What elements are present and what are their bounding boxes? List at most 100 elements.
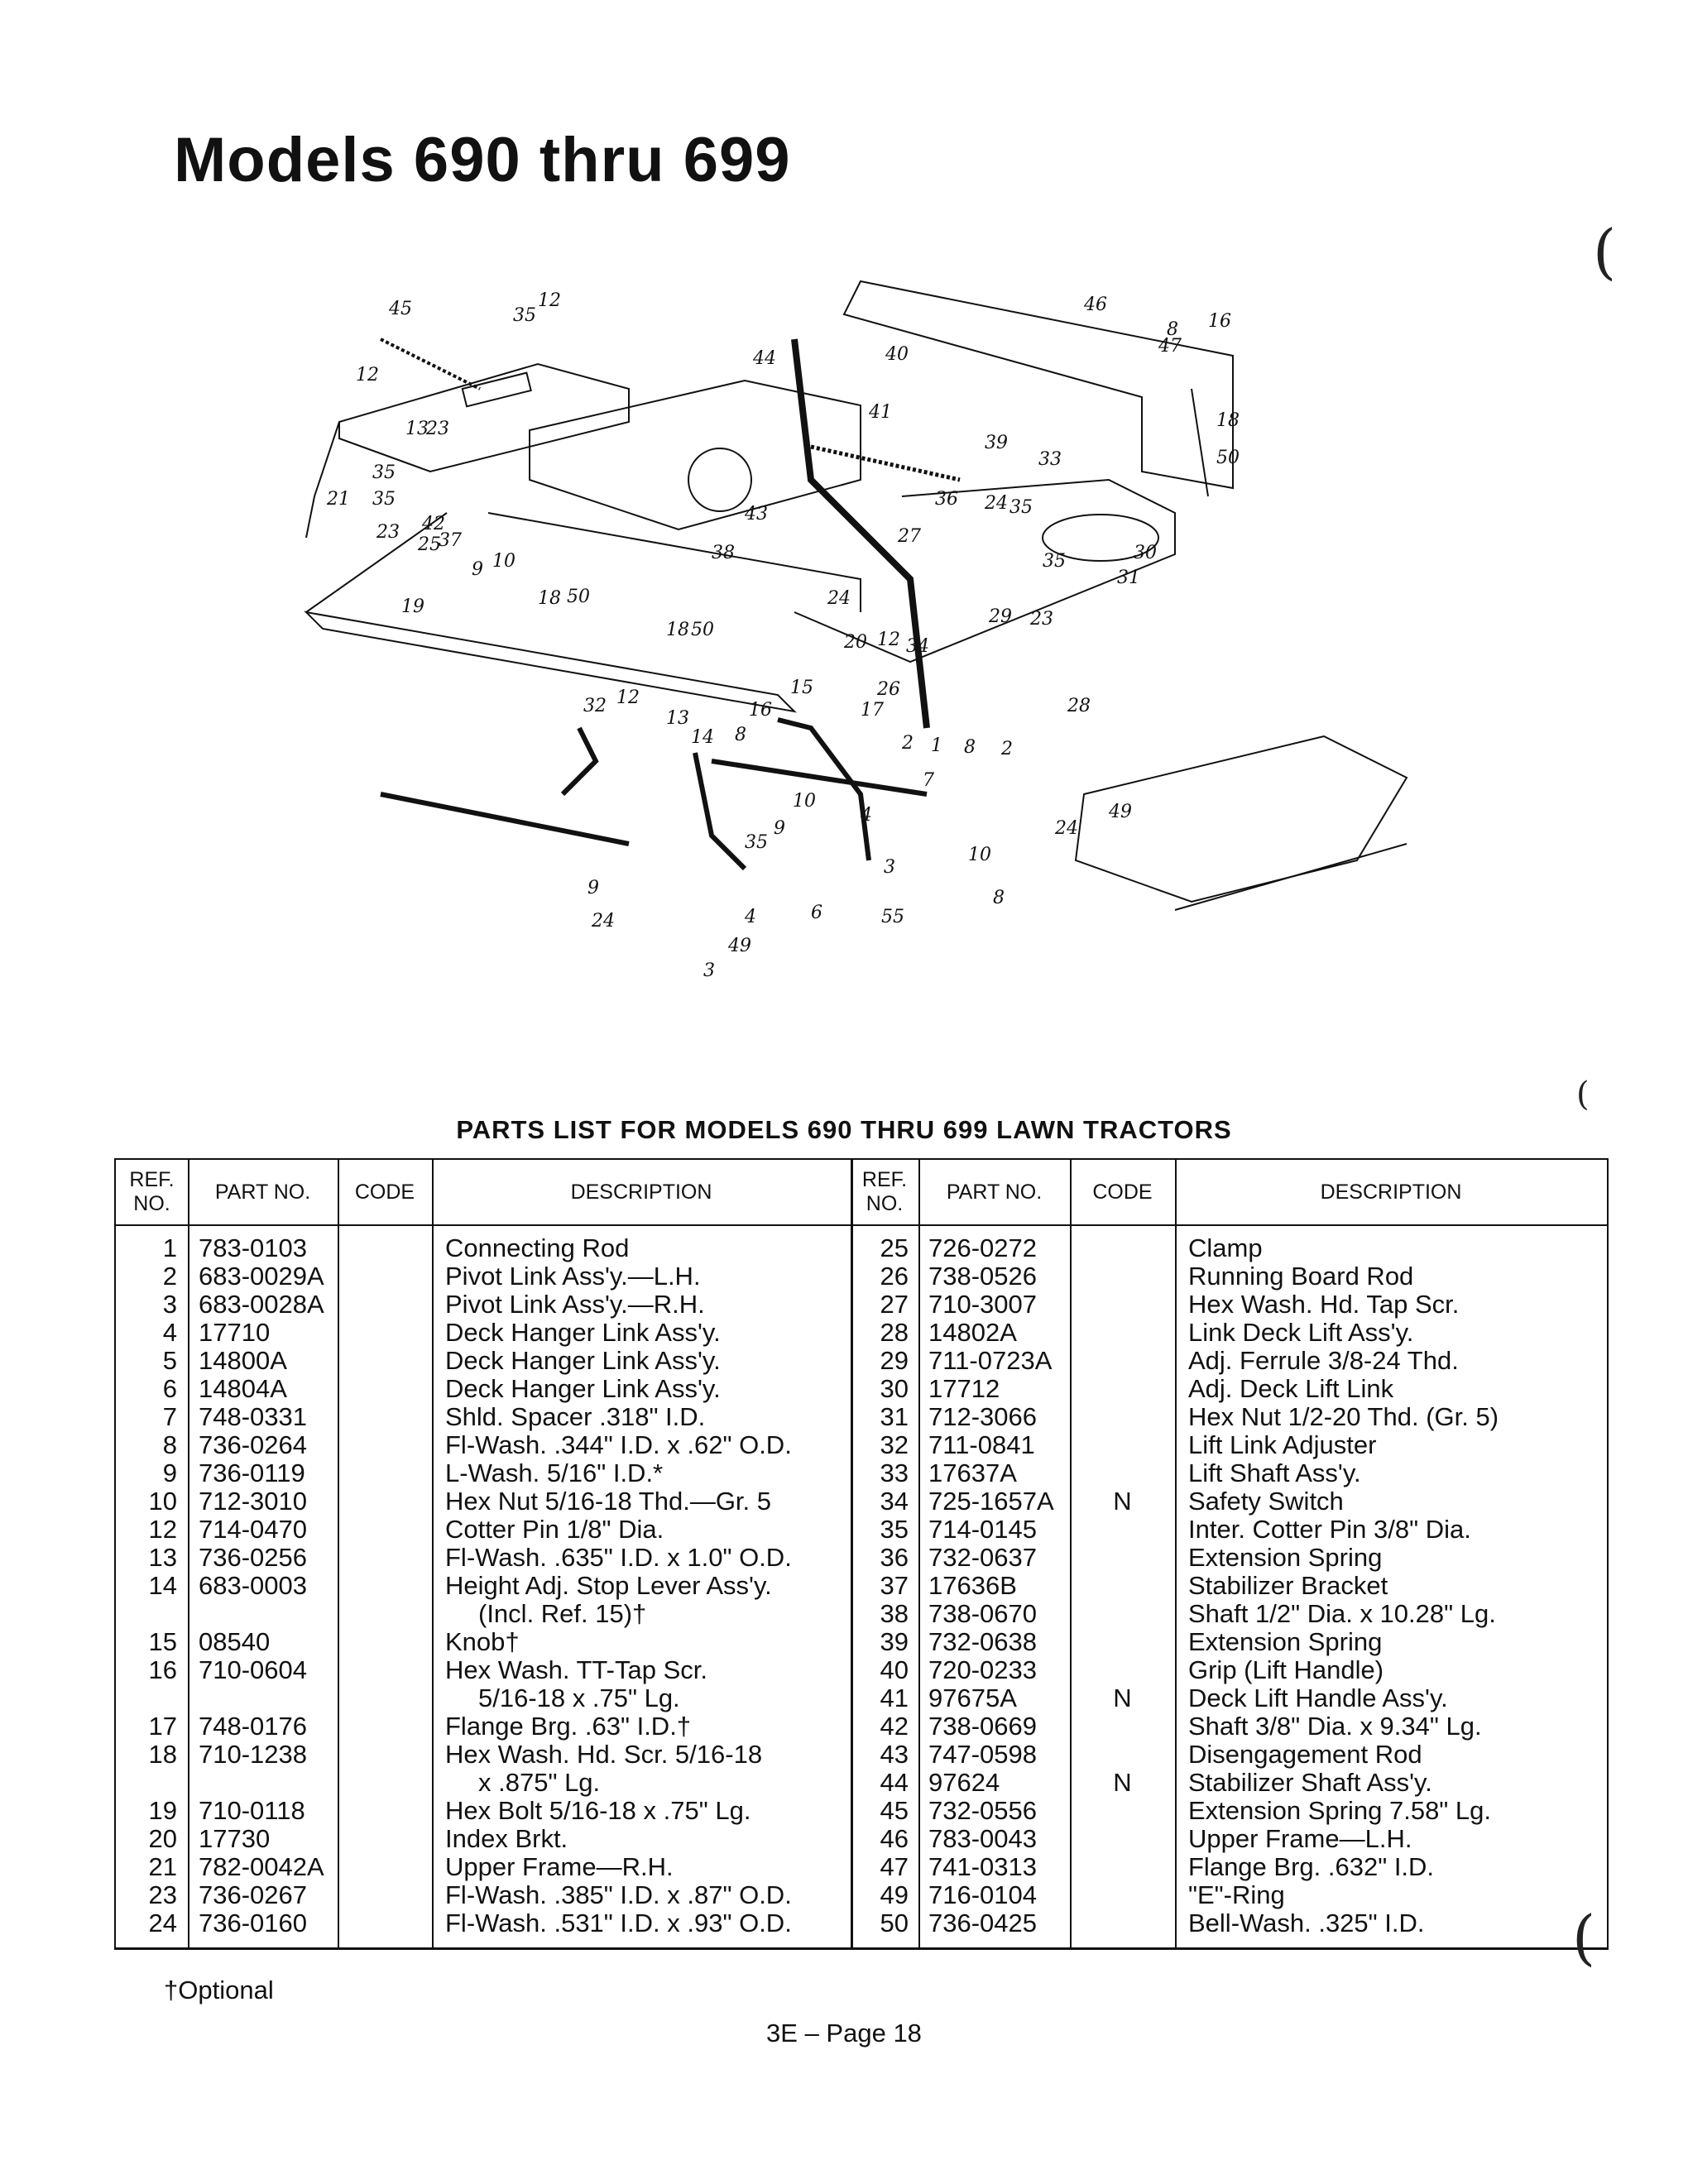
table-cell: Shaft 1/2" Dia. x 10.28" Lg. <box>1188 1599 1496 1628</box>
table-cell: 2 <box>162 1262 177 1291</box>
table-cell <box>1070 1544 1175 1572</box>
table-cell <box>1070 1375 1175 1403</box>
table-cell: 710-0118 <box>199 1796 305 1825</box>
callout-label: 29 <box>988 606 1012 627</box>
table-cell <box>1070 1600 1175 1628</box>
callout-label: 4 <box>744 907 756 927</box>
table-cell: 14 <box>148 1571 177 1600</box>
table-cell <box>1070 1825 1175 1853</box>
table-cell: Cotter Pin 1/8" Dia. <box>445 1515 664 1544</box>
callout-label: 19 <box>401 596 424 617</box>
table-cell: 7 <box>162 1402 177 1431</box>
callout-label: 55 <box>881 907 904 927</box>
table-cell: Stabilizer Bracket <box>1188 1571 1388 1600</box>
table-cell: 3 <box>162 1290 177 1319</box>
callout-label: 10 <box>793 791 816 812</box>
table-cell: 5/16-18 x .75" Lg. <box>478 1684 680 1712</box>
table-cell <box>338 1544 432 1572</box>
table-cell: L-Wash. 5/16" I.D.* <box>445 1458 664 1487</box>
callout-label: 49 <box>1108 802 1132 822</box>
callout-label: 8 <box>964 737 976 758</box>
table-divider <box>188 1160 189 1947</box>
table-cell: 34 <box>880 1487 909 1516</box>
table-cell: Fl-Wash. .531" I.D. x .93" O.D. <box>445 1909 792 1937</box>
table-cell: 10 <box>148 1487 177 1516</box>
table-cell: 14800A <box>199 1346 287 1375</box>
table-cell: 748-0176 <box>199 1712 308 1741</box>
table-cell: 37 <box>880 1571 909 1600</box>
table-cell: 683-0003 <box>199 1571 308 1600</box>
callout-label: 12 <box>877 630 900 650</box>
table-cell: Running Board Rod <box>1188 1262 1414 1291</box>
callout-label: 43 <box>744 504 768 524</box>
table-cell: Knob† <box>445 1627 520 1656</box>
table-cell: 39 <box>880 1627 909 1656</box>
table-cell <box>116 1600 177 1628</box>
table-cell: 17636B <box>928 1571 1017 1600</box>
table-cell <box>338 1741 432 1769</box>
table-cell: Shaft 3/8" Dia. x 9.34" Lg. <box>1188 1712 1482 1741</box>
table-cell: Fl-Wash. .635" I.D. x 1.0" O.D. <box>445 1543 792 1572</box>
table-cell: 738-0669 <box>928 1712 1038 1741</box>
table-cell: 738-0526 <box>928 1262 1038 1291</box>
table-cell: 1 <box>162 1233 177 1262</box>
table-cell: 9 <box>162 1458 177 1487</box>
table-cell <box>338 1909 432 1937</box>
callout-label: 24 <box>591 911 615 932</box>
callout-label: 3 <box>703 960 715 981</box>
table-cell: Extension Spring <box>1188 1543 1383 1572</box>
callout-label: 50 <box>567 587 590 607</box>
table-cell <box>1070 1262 1175 1291</box>
table-cell: 782-0042A <box>199 1852 324 1881</box>
callout-label: 16 <box>749 700 772 721</box>
table-cell <box>338 1234 432 1262</box>
table-cell: 732-0638 <box>928 1627 1038 1656</box>
table-cell: 32 <box>880 1430 909 1459</box>
table-cell: Lift Shaft Ass'y. <box>1188 1458 1361 1487</box>
callout-label: 30 <box>1134 543 1157 563</box>
table-cell <box>1070 1347 1175 1375</box>
callout-label: 47 <box>1158 336 1182 357</box>
table-cell: 35 <box>880 1515 909 1544</box>
table-cell <box>338 1712 432 1741</box>
table-cell: 720-0233 <box>928 1655 1038 1684</box>
callout-label: 16 <box>1208 311 1231 332</box>
table-cell: 14804A <box>199 1374 287 1403</box>
callout-label: 35 <box>372 462 396 483</box>
callout-label: 23 <box>376 522 400 543</box>
table-cell: 736-0267 <box>199 1880 308 1909</box>
table-cell <box>199 1769 335 1797</box>
callout-label: 24 <box>1054 818 1078 839</box>
table-cell: 20 <box>148 1824 177 1853</box>
table-cell: Lift Link Adjuster <box>1188 1430 1377 1459</box>
table-cell: Pivot Link Ass'y.—R.H. <box>445 1290 705 1319</box>
callout-label: 35 <box>1009 497 1033 518</box>
callout-label: 37 <box>439 530 462 551</box>
table-cell: 736-0264 <box>199 1430 308 1459</box>
table-cell: 725-1657A <box>928 1487 1054 1516</box>
table-cell: Connecting Rod <box>445 1233 630 1262</box>
table-cell: 710-1238 <box>199 1740 308 1769</box>
table-cell <box>338 1487 432 1516</box>
table-cell: 4 <box>162 1318 177 1347</box>
callout-label: 8 <box>1167 319 1178 340</box>
table-cell: 27 <box>880 1290 909 1319</box>
callout-label: 45 <box>388 299 412 319</box>
table-cell: 21 <box>148 1852 177 1881</box>
table-cell: 738-0670 <box>928 1599 1038 1628</box>
callout-label: 18 <box>1216 410 1240 431</box>
callout-label: 2 <box>901 733 914 754</box>
callout-label: 27 <box>897 526 921 547</box>
table-cell: Grip (Lift Handle) <box>1188 1655 1384 1684</box>
callout-label: 12 <box>538 290 561 311</box>
table-cell: Pivot Link Ass'y.—L.H. <box>445 1262 701 1291</box>
table-cell: 24 <box>148 1909 177 1937</box>
table-cell: 41 <box>880 1684 909 1712</box>
table-cell: 30 <box>880 1374 909 1403</box>
table-cell: Hex Wash. Hd. Scr. 5/16-18 <box>445 1740 763 1769</box>
table-cell <box>338 1853 432 1881</box>
table-divider <box>432 1160 434 1947</box>
table-cell: 50 <box>880 1909 909 1937</box>
